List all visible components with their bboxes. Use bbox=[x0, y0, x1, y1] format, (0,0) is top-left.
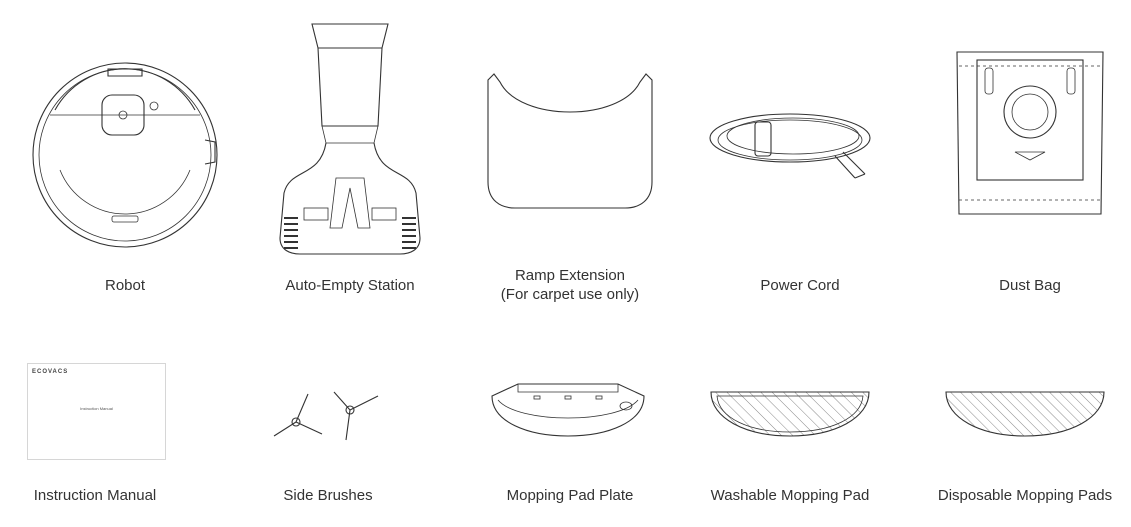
manual-brand: ECOVACS bbox=[32, 369, 69, 375]
robot-label: Robot bbox=[104, 277, 146, 294]
instruction-manual-icon: ECOVACS Instruction Manual bbox=[27, 363, 166, 460]
mopping-pad-plate-label: Mopping Pad Plate bbox=[506, 487, 634, 504]
manual-cover-title: Instruction Manual bbox=[80, 406, 113, 411]
disposable-mopping-pads-label: Disposable Mopping Pads bbox=[937, 487, 1113, 504]
robot-vacuum-icon bbox=[32, 62, 218, 248]
side-brushes-icon bbox=[273, 391, 379, 441]
washable-mopping-pad-label: Washable Mopping Pad bbox=[710, 487, 870, 504]
instruction-manual-label: Instruction Manual bbox=[33, 487, 157, 504]
power-cord-label: Power Cord bbox=[760, 277, 840, 294]
side-brushes-label: Side Brushes bbox=[283, 487, 373, 504]
dust-bag-icon bbox=[956, 51, 1104, 215]
auto-empty-station-icon bbox=[279, 23, 421, 255]
auto-empty-station-label: Auto-Empty Station bbox=[285, 277, 415, 294]
mopping-pad-plate-icon bbox=[491, 383, 645, 437]
ramp-extension-icon bbox=[487, 73, 653, 209]
ramp-extension-label: Ramp Extension bbox=[514, 267, 626, 284]
ramp-extension-sublabel: (For carpet use only) bbox=[500, 286, 640, 303]
power-cord-icon bbox=[709, 113, 871, 179]
dust-bag-label: Dust Bag bbox=[999, 277, 1061, 294]
disposable-mopping-pads-icon bbox=[945, 391, 1105, 437]
washable-mopping-pad-icon bbox=[710, 391, 870, 437]
